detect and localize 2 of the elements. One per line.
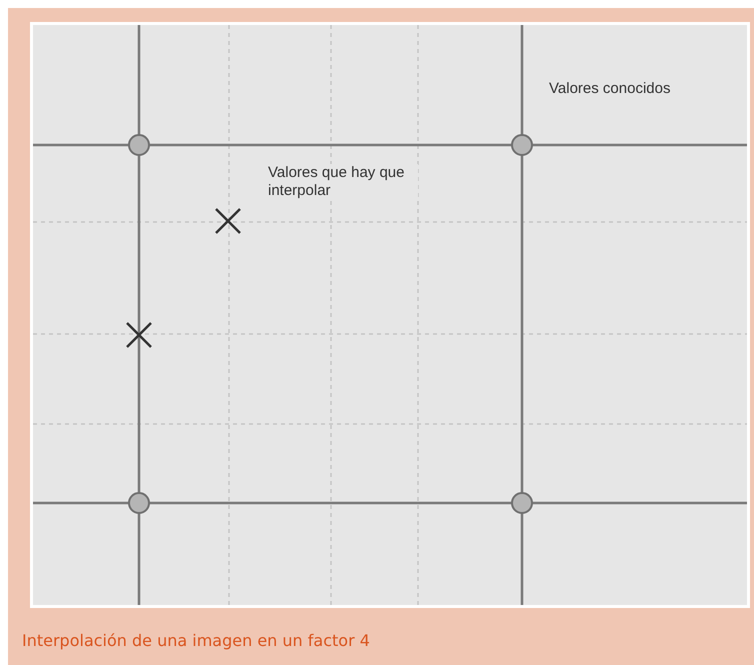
annotation-text: Valores que hay que interpolar [268,164,418,200]
figure-caption: Interpolación de una imagen en un factor 4 [22,631,370,650]
